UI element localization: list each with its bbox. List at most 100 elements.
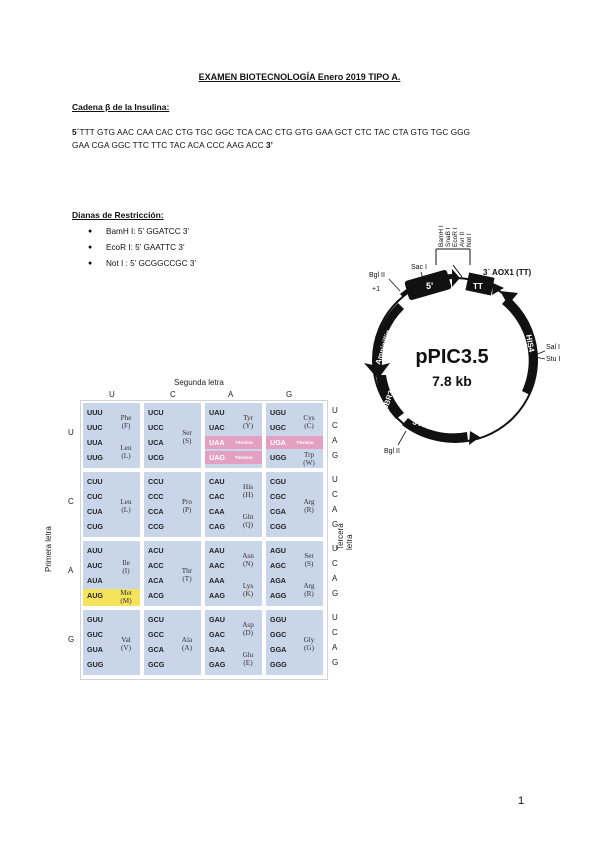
amino-acid: Ala(A) <box>181 635 193 652</box>
codon-block <box>205 610 262 675</box>
codon: AUA <box>87 576 103 585</box>
codon: AAG <box>209 591 225 600</box>
stop-label: Término <box>235 440 253 445</box>
first-letter-a: A <box>68 566 74 575</box>
second-letter-g: G <box>286 390 293 399</box>
third-letter-a: A <box>332 505 338 514</box>
tt-label: TT <box>473 282 483 291</box>
third-letter-a: A <box>332 574 338 583</box>
codon-block <box>83 610 140 675</box>
amino-acid: Phe(F) <box>120 413 132 430</box>
codon-block <box>266 472 323 537</box>
codon: CGA <box>270 507 286 516</box>
codon: GUC <box>87 630 103 639</box>
ampicillin-arc <box>364 303 404 379</box>
codon: CCG <box>148 522 164 531</box>
codon: CCU <box>148 477 164 486</box>
amino-acid: His(H) <box>243 482 253 499</box>
codon: CCC <box>148 492 164 501</box>
stui-tick <box>534 356 546 360</box>
codon: AGU <box>270 546 286 555</box>
codon: CAU <box>209 477 225 486</box>
codon: CUA <box>87 507 103 516</box>
codon-table: Segunda letra U C A G Primera letra Terc… <box>44 372 354 682</box>
amino-acid: Gly(G) <box>303 635 315 652</box>
amino-acid: Thr(T) <box>181 566 193 583</box>
codon: GCU <box>148 615 164 624</box>
mcs-bamhi: BamH I <box>438 225 445 247</box>
codon: UCU <box>148 408 164 417</box>
seq-line-2: GAA CGA GGC TTC TTC TAC ACA CCC AAG ACC <box>72 141 264 150</box>
codon: UAA <box>209 438 225 447</box>
third-letter-g: G <box>332 451 339 460</box>
codon: UGG <box>270 453 287 462</box>
amino-acid: Val(V) <box>121 635 131 652</box>
third-letter-c: C <box>332 490 338 499</box>
mcs-pointer <box>452 264 463 278</box>
amino-acid: Asn(N) <box>242 551 254 568</box>
amino-acid: Leu(L) <box>120 497 132 514</box>
third-letter-a: A <box>332 436 338 445</box>
codon: UUA <box>87 438 103 447</box>
third-letter-g: G <box>332 658 339 667</box>
mcs-noti: Not I <box>466 233 473 247</box>
amino-acid: Asp(D) <box>242 620 254 637</box>
codon: CGG <box>270 522 287 531</box>
codon: GGC <box>270 630 287 639</box>
stop-label: Término <box>235 455 253 460</box>
codon: GGG <box>270 660 287 669</box>
bglii-top-label: Bgl II <box>369 272 385 279</box>
amino-acid: Ser(S) <box>304 551 314 568</box>
second-letter-a: A <box>228 390 234 399</box>
amino-acid: Ser(S) <box>182 428 192 445</box>
third-letter-g: G <box>332 589 339 598</box>
codon: GUG <box>87 660 104 669</box>
third-letter-c: C <box>332 628 338 637</box>
codon: AGA <box>270 576 286 585</box>
plasmid-name: pPIC3.5 <box>415 346 488 368</box>
codon: CAG <box>209 522 225 531</box>
codon: UUG <box>87 453 103 462</box>
sali-tick <box>534 350 546 356</box>
amino-acid: Leu(L) <box>120 443 132 460</box>
aox-tt-label: 3´ AOX1 (TT) <box>483 268 531 277</box>
stop-label: Término <box>296 440 314 445</box>
sali-label: Sal I <box>546 344 560 351</box>
codon-block <box>144 472 201 537</box>
codon: AAU <box>209 546 225 555</box>
codon: CUC <box>87 492 103 501</box>
his4-arc <box>502 297 538 395</box>
amino-acid: Gln(Q) <box>242 512 254 529</box>
first-letter-g: G <box>68 635 75 644</box>
restriction-item-noti: Not I : 5’ GCGGCCGC 3’ <box>88 256 196 272</box>
codon: UCA <box>148 438 164 447</box>
second-letter-c: C <box>170 390 176 399</box>
restriction-item-bamhi: BamH I: 5’ GGATCC 3’ <box>88 224 196 240</box>
codon-block <box>266 610 323 675</box>
codon: ACA <box>148 576 164 585</box>
codon-block <box>83 403 140 468</box>
amino-acid: Met(M) <box>120 589 132 605</box>
page-number: 1 <box>518 795 525 807</box>
codon: GAU <box>209 615 225 624</box>
amino-acid: Trp(W) <box>303 451 315 467</box>
five-prime-block <box>404 270 452 300</box>
insulin-sequence: 5´TTT GTG AAC CAA CAC CTG TGC GGC TCA CA… <box>72 126 532 152</box>
codon: GCC <box>148 630 164 639</box>
his4-arrowhead <box>500 291 518 305</box>
mcs-snabi: SnaB I <box>445 227 452 247</box>
codon: AGG <box>270 591 287 600</box>
pbr322-arc <box>376 375 404 419</box>
codon: UAC <box>209 423 225 432</box>
second-letter-title: Segunda letra <box>174 378 224 387</box>
stop-codon-highlight <box>205 436 262 449</box>
first-letter-title: Primera letra <box>44 526 53 572</box>
plus-one-label: +1 <box>372 286 380 293</box>
third-letter-a: A <box>332 643 338 652</box>
amino-acid: Ile(I) <box>122 559 130 575</box>
mcs-avrii: Avr II <box>459 232 466 247</box>
codon: GUU <box>87 615 103 624</box>
codon: ACG <box>148 591 164 600</box>
amino-acid: Tyr(Y) <box>243 413 253 430</box>
